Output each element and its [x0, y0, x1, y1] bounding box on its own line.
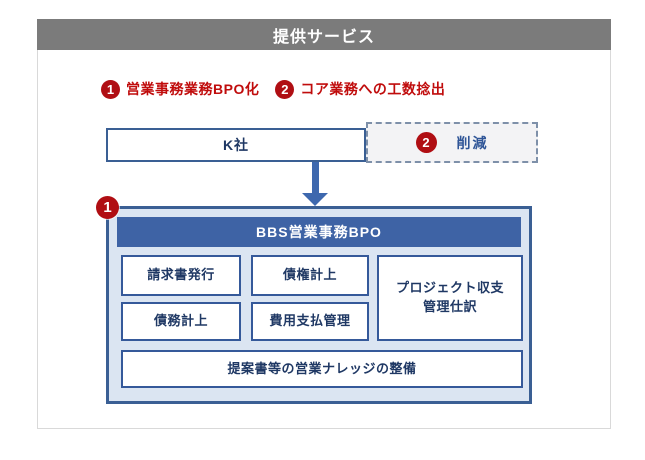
bpo-header-label: BBS営業事務BPO: [256, 224, 382, 240]
down-arrow-icon: [302, 162, 328, 206]
task-box-receivables-posting: 債権計上: [251, 255, 369, 296]
k-company-label: K社: [222, 137, 250, 153]
task-label-project-accounting: プロジェクト収支 管理仕訳: [395, 280, 504, 314]
task-box-payables-posting: 債務計上: [121, 302, 241, 341]
legend-badge-2-icon: 2: [275, 79, 295, 99]
task-label-invoice-issue: 請求書発行: [147, 267, 215, 283]
legend: 1 営業事務業務BPO化 2 コア業務への工数捻出: [101, 79, 445, 99]
bpo-container: 1 BBS営業事務BPO 請求書発行 債権計上 債務計上 費用支払管理 プロジェ…: [96, 196, 532, 404]
task-label-payables-posting: 債務計上: [153, 313, 208, 329]
panel-header: 提供サービス: [37, 19, 611, 50]
down-arrow-head: [302, 193, 328, 206]
reduction-box: 2 削減: [366, 122, 538, 163]
legend-item-1: 1 営業事務業務BPO化: [101, 79, 259, 99]
content-panel: 提供サービス 1 営業事務業務BPO化 2 コア業務への工数捻出 K社 2 削減…: [37, 19, 611, 429]
legend-item-2: 2 コア業務への工数捻出: [275, 79, 445, 99]
task-box-expense-payment: 費用支払管理: [251, 302, 369, 341]
task-label-receivables-posting: 債権計上: [282, 267, 337, 283]
reduction-badge-icon: 2: [415, 132, 437, 153]
task-label-expense-payment: 費用支払管理: [269, 313, 351, 329]
legend-badge-1-icon: 1: [101, 79, 120, 99]
down-arrow-stem: [311, 162, 319, 194]
task-box-project-accounting: プロジェクト収支 管理仕訳: [377, 255, 523, 341]
legend-label-1: 営業事務業務BPO化: [126, 81, 260, 97]
k-company-box: K社: [106, 128, 366, 162]
reduction-label: 削減: [456, 134, 489, 151]
task-label-sales-knowledge: 提案書等の営業ナレッジの整備: [227, 360, 417, 376]
bpo-header: BBS営業事務BPO: [117, 217, 521, 247]
task-box-sales-knowledge: 提案書等の営業ナレッジの整備: [121, 350, 523, 388]
bpo-badge-icon: 1: [96, 196, 119, 219]
task-box-invoice-issue: 請求書発行: [121, 255, 241, 296]
legend-label-2: コア業務への工数捻出: [300, 81, 446, 97]
panel-title: 提供サービス: [272, 28, 375, 46]
